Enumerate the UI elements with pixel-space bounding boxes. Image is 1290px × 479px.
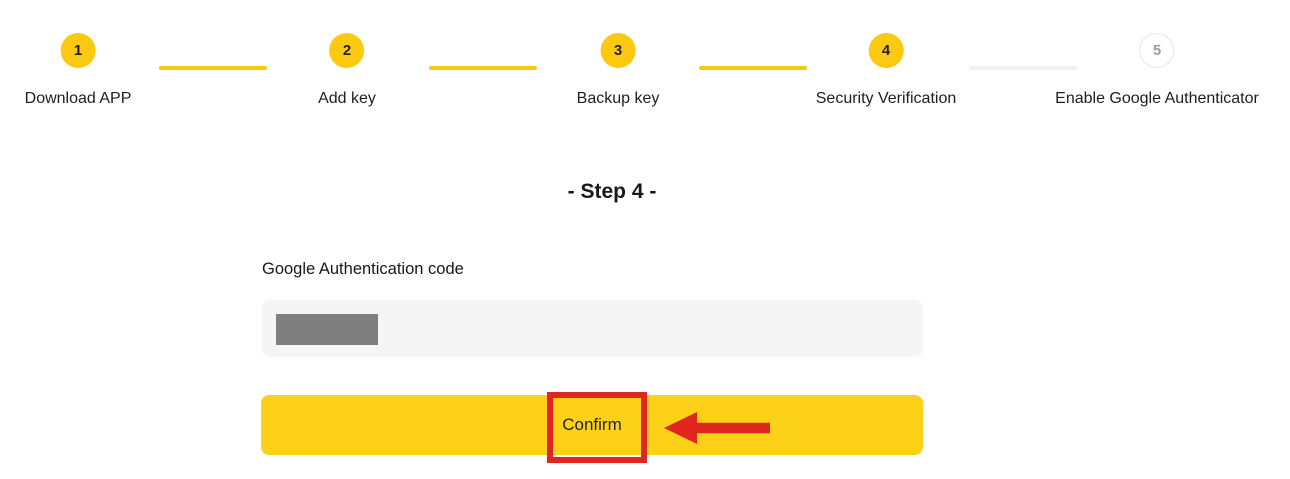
step-add-key: 2 Add key — [318, 33, 376, 108]
confirm-button-label: Confirm — [562, 415, 622, 434]
step-4-indicator: 4 — [868, 33, 904, 68]
connector-1-2 — [159, 66, 267, 70]
step-4-label: Security Verification — [815, 90, 957, 107]
auth-code-input[interactable] — [262, 300, 923, 357]
step-enable-google-authenticator: 5 Enable Google Authenticator — [1055, 33, 1259, 108]
step-heading: - Step 4 - — [567, 180, 657, 203]
step-5-label: Enable Google Authenticator — [1055, 90, 1259, 107]
step-1-indicator: 1 — [60, 33, 96, 68]
step-5-indicator: 5 — [1139, 33, 1175, 68]
setup-progress-stepper: 1 Download APP 2 Add key 3 Backup key 4 … — [0, 0, 1290, 130]
step-3-label: Backup key — [576, 90, 660, 107]
step-2-label: Add key — [318, 90, 376, 107]
redacted-code-value — [276, 314, 378, 345]
connector-2-3 — [429, 66, 537, 70]
connector-3-4 — [699, 66, 807, 70]
step-1-label: Download APP — [24, 90, 132, 107]
step-download-app: 1 Download APP — [24, 33, 132, 108]
step-3-indicator: 3 — [600, 33, 636, 68]
connector-4-5 — [969, 66, 1077, 70]
confirm-button[interactable]: Confirm — [261, 395, 923, 455]
auth-code-label: Google Authentication code — [262, 260, 464, 278]
step-security-verification: 4 Security Verification — [815, 33, 957, 108]
step-2-indicator: 2 — [329, 33, 365, 68]
step-backup-key: 3 Backup key — [576, 33, 660, 108]
